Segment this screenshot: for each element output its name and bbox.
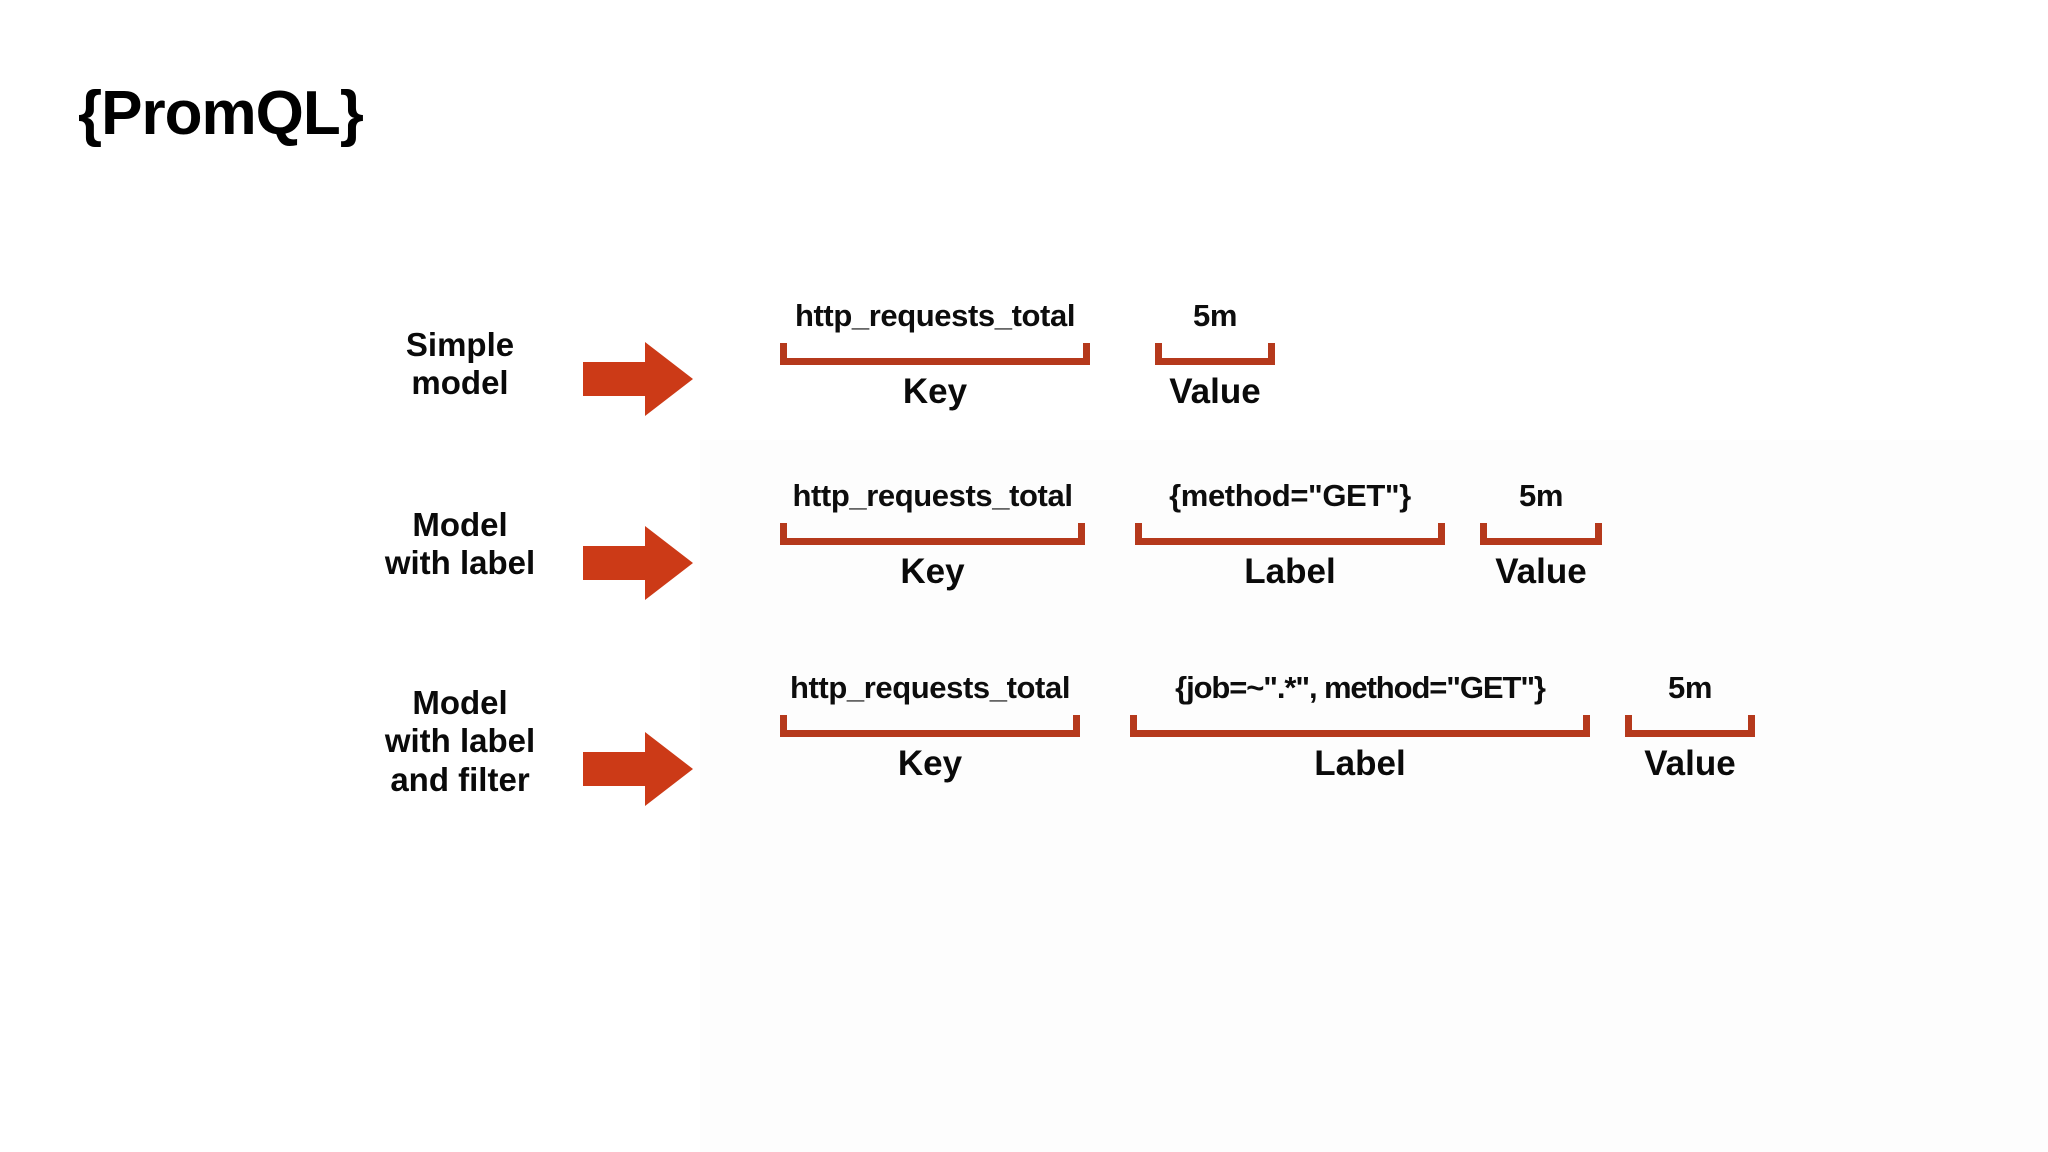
measure-bracket [1155,343,1275,365]
segment-value: 5m Value [1625,672,1755,781]
right-block-arrow-icon [583,342,693,416]
right-block-arrow-icon [583,732,693,806]
measure-bracket [1480,523,1602,545]
measure-bracket [1625,715,1755,737]
segment-expression: http_requests_total [794,298,1076,333]
segment-expression: 5m [1192,298,1237,333]
segment-name: Label [1244,552,1336,591]
segment-label: {job=~".*", method="GET"} Label [1130,672,1590,781]
segment-expression: http_requests_total [789,670,1071,705]
segment-name: Value [1644,744,1736,783]
measure-bracket [1135,523,1445,545]
row-caption-line: model [411,364,509,402]
segment-key: http_requests_total Key [780,672,1080,781]
measure-bracket [1130,715,1590,737]
segment-value: 5m Value [1480,480,1602,589]
segment-name: Key [902,372,968,411]
page-title: {PromQL} [78,79,364,148]
segment-name: Key [897,744,963,783]
row-caption: Model with label and filter [300,684,620,799]
row-caption: Model with label [300,506,620,583]
measure-bracket [780,715,1080,737]
segment-expression: {job=~".*", method="GET"} [1175,670,1546,705]
row-caption-line: Simple [405,326,515,363]
segment-expression: 5m [1667,670,1712,705]
segment-key: http_requests_total Key [780,300,1090,409]
segment-expression: {method="GET"} [1169,478,1411,513]
segment-value: 5m Value [1155,300,1275,409]
segment-name: Label [1314,744,1406,783]
segment-expression: http_requests_total [792,478,1073,513]
segment-expression: 5m [1518,478,1563,513]
right-block-arrow-icon [583,526,693,600]
measure-bracket [780,523,1085,545]
segment-name: Key [900,552,965,591]
segment-key: http_requests_total Key [780,480,1085,589]
measure-bracket [780,343,1090,365]
segment-label: {method="GET"} Label [1135,480,1445,589]
row-caption-line: with label [384,722,536,760]
row-caption: Simple model [300,326,620,403]
row-caption-line: and filter [390,760,530,798]
row-caption-line: Model [412,684,508,721]
segment-name: Value [1169,372,1261,411]
segment-name: Value [1495,552,1587,591]
row-caption-line: with label [384,544,536,582]
row-caption-line: Model [412,506,508,543]
